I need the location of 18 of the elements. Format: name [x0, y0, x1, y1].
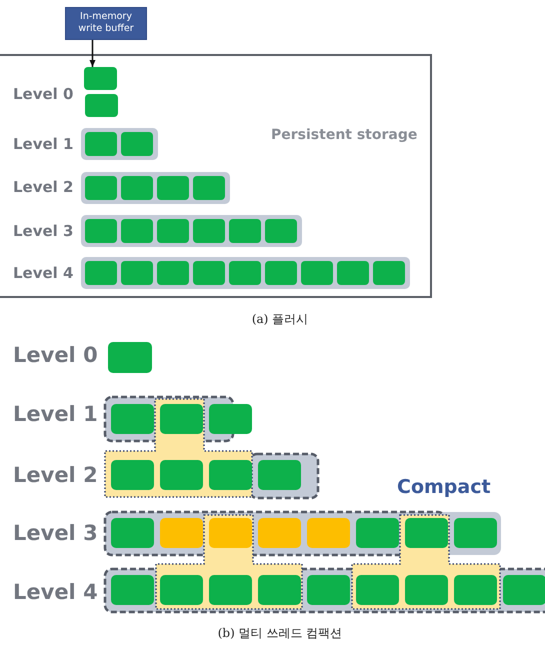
level-label: Level 3	[13, 222, 74, 240]
level-label: Level 4	[13, 580, 98, 604]
level-label: Level 0	[13, 85, 74, 103]
compact-label: Compact	[397, 476, 491, 498]
level-label: Level 0	[13, 343, 98, 367]
level-label: Level 2	[13, 178, 74, 196]
caption: (a) 플러시	[252, 311, 308, 328]
level-label: Level 4	[13, 264, 74, 282]
storage-frame	[0, 54, 432, 298]
level-label: Level 3	[13, 521, 98, 545]
level-label: Level 1	[13, 135, 74, 153]
buffer-box: In-memory write buffer	[65, 7, 147, 40]
arrow	[90, 40, 96, 67]
level-label: Level 2	[13, 463, 98, 487]
data-block	[84, 67, 117, 90]
storage-label: Persistent storage	[271, 127, 418, 143]
caption: (b) 멀티 쓰레드 컴팩션	[218, 625, 342, 642]
level-label: Level 1	[13, 402, 98, 426]
